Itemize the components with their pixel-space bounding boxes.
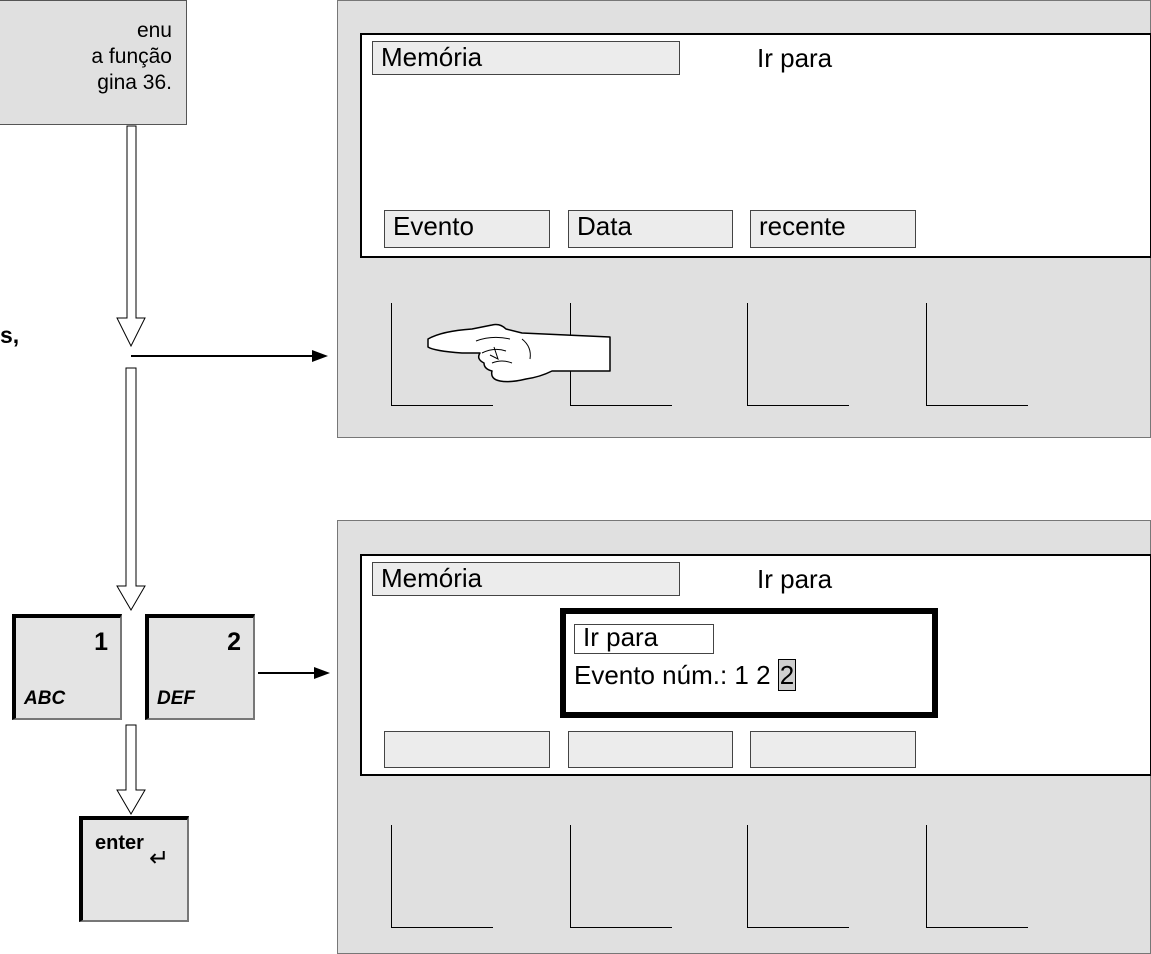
- display-screen-top: Memória Ir para Evento Data recente: [360, 33, 1151, 258]
- memory-field: Memória: [372, 41, 680, 75]
- key-1-number: 1: [94, 628, 108, 656]
- right-arrow-1: [131, 350, 328, 362]
- callout-line-2: a função: [91, 45, 172, 68]
- right-arrow-2: [258, 667, 330, 679]
- enter-return-icon: ↵: [149, 845, 170, 872]
- softkey-label-empty-3[interactable]: [750, 731, 916, 768]
- softkey-label-recent[interactable]: recente: [750, 210, 916, 248]
- down-arrow-3: [116, 724, 146, 815]
- event-number-prompt: Evento núm.: 1 2: [574, 660, 771, 690]
- instruction-callout: enu a função gina 36.: [0, 0, 187, 125]
- goto-dialog: Ir para Evento núm.: 1 2 2: [560, 608, 938, 718]
- key-2-number: 2: [227, 628, 241, 656]
- left-text-fragment: s,: [0, 322, 20, 348]
- key-2-def[interactable]: 2 DEF: [145, 614, 255, 720]
- enter-key[interactable]: enter ↵: [79, 816, 189, 922]
- softkey-2[interactable]: [570, 825, 672, 928]
- pointing-hand-icon: [427, 323, 611, 383]
- softkey-label-empty-1[interactable]: [384, 731, 550, 768]
- dialog-title: Ir para: [574, 624, 714, 654]
- memory-field: Memória: [372, 562, 680, 596]
- device-panel-top: Memória Ir para Evento Data recente: [337, 0, 1151, 438]
- down-arrow-1: [116, 125, 146, 348]
- softkey-label-empty-2[interactable]: [568, 731, 733, 768]
- enter-key-label: enter: [95, 832, 144, 854]
- device-panel-bottom: Memória Ir para Ir para Evento núm.: 1 2…: [337, 520, 1151, 954]
- goto-label: Ir para: [757, 564, 833, 594]
- softkey-1[interactable]: [391, 825, 493, 928]
- softkey-4[interactable]: [926, 303, 1028, 406]
- softkey-1[interactable]: [391, 303, 493, 406]
- softkey-3[interactable]: [747, 303, 849, 406]
- display-screen-bottom: Memória Ir para Ir para Evento núm.: 1 2…: [360, 554, 1151, 776]
- goto-label: Ir para: [757, 43, 833, 73]
- key-1-abc[interactable]: 1 ABC: [12, 614, 122, 720]
- down-arrow-2: [116, 367, 146, 611]
- key-1-letters: ABC: [24, 688, 66, 709]
- softkey-label-date[interactable]: Data: [568, 210, 733, 248]
- softkey-label-event[interactable]: Evento: [384, 210, 550, 248]
- key-2-letters: DEF: [157, 688, 195, 709]
- cursor-digit: 2: [777, 659, 797, 691]
- event-number-input[interactable]: Evento núm.: 1 2 2: [574, 659, 797, 691]
- softkey-4[interactable]: [926, 825, 1028, 928]
- callout-line-3: gina 36.: [97, 71, 172, 94]
- callout-line-1: enu: [136, 19, 172, 42]
- softkey-3[interactable]: [747, 825, 849, 928]
